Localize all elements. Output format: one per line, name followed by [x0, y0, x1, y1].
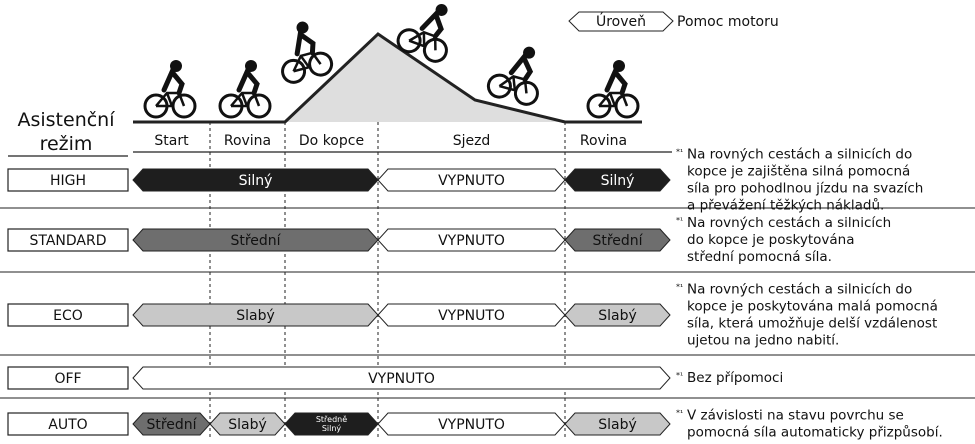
assist-level-label: Slabý [598, 308, 637, 324]
terrain-column-label: Rovina [580, 133, 627, 149]
mode-label: OFF [54, 371, 81, 387]
terrain-column-label: Rovina [224, 133, 271, 149]
mode-label-box [7, 366, 129, 390]
mode-note-line: Na rovných cestách a silnicích do [687, 147, 912, 163]
assist-level-label: Střední [592, 233, 643, 249]
mode-label: HIGH [50, 173, 86, 189]
note-mark: *¹ [676, 216, 683, 225]
mode-note-line: Na rovných cestách a silnicích [687, 215, 891, 231]
cyclist-icon [143, 60, 197, 119]
assist-level-label: Silný [239, 173, 273, 189]
assist-level-arrow [564, 228, 671, 252]
mode-note-line: kopce je zajištěna silná pomocná [687, 164, 910, 180]
mode-note-line: střední pomocná síla. [687, 249, 832, 265]
mode-note-line: pomocná síla automaticky přizpůsobí. [687, 425, 943, 441]
cyclist-illustrations [143, 3, 640, 119]
assist-level-label: Střední [230, 233, 281, 249]
mode-note-line: síla pro pohodlnou jízdu na svazích [687, 181, 923, 197]
cyclist-icon [396, 3, 448, 63]
mode-label-box [7, 228, 129, 252]
mode-row-eco: ECO Slabý VYPNUTO Slabý *¹ Na rovných cestách… [7, 282, 938, 349]
row-header: Asistenční režim [17, 109, 115, 155]
mode-note-line: do kopce je poskytována [687, 232, 854, 248]
terrain-column-label: Start [154, 133, 189, 149]
mode-note-line: Bez přípomoci [687, 370, 783, 386]
mode-row-high: HIGH Silný VYPNUTO Silný *¹ Na rovných cestác… [7, 147, 923, 214]
mode-row-standard: STANDARD Střední VYPNUTO Střední *¹ Na rovnýc… [7, 215, 891, 265]
terrain-line [133, 32, 642, 124]
assist-level-label: VYPNUTO [438, 173, 505, 189]
mode-note-line: V závislosti na stavu povrchu se [687, 408, 904, 424]
mode-label-box [7, 412, 129, 436]
assist-level-label: Středně [316, 415, 347, 424]
assist-level-label: VYPNUTO [438, 417, 505, 433]
legend-caption: Pomoc motoru [677, 14, 779, 30]
assist-level-arrow [132, 366, 671, 390]
row-header-line2: režim [40, 133, 93, 155]
assist-level-label: VYPNUTO [438, 233, 505, 249]
assist-level-label: Silný [322, 424, 342, 433]
level-tag-label: Úroveň [596, 12, 646, 30]
row-header-line1: Asistenční [17, 109, 115, 131]
mode-label: STANDARD [29, 233, 106, 249]
mode-label: AUTO [48, 417, 87, 433]
assist-level-label: Slabý [598, 417, 637, 433]
mode-note-line: Na rovných cestách a silnicích do [687, 282, 912, 298]
terrain-profile [133, 32, 642, 124]
row-dividers [0, 151, 975, 399]
cyclist-icon [586, 60, 640, 119]
note-mark: *¹ [676, 409, 683, 418]
mode-note-line: ujetou na jedno nabití. [687, 333, 839, 349]
cyclist-icon [281, 21, 334, 84]
assist-level-arrow [564, 168, 671, 192]
mode-note-line: a převážení těžkých nákladů. [687, 198, 884, 214]
assist-level-label: Silný [601, 173, 635, 189]
assist-level-arrow [564, 412, 671, 436]
note-mark: *¹ [676, 371, 683, 380]
terrain-column-label: Do kopce [299, 133, 364, 149]
assist-level-label: VYPNUTO [438, 308, 505, 324]
terrain-column-label: Sjezd [453, 133, 491, 149]
assist-level-label: Slabý [236, 308, 275, 324]
cyclist-icon [486, 46, 539, 106]
note-mark: *¹ [676, 148, 683, 157]
mode-row-off: OFF VYPNUTO *¹ Bez přípomoci [7, 366, 783, 390]
assist-level-label: Střední [146, 417, 197, 433]
assist-level-label: VYPNUTO [368, 371, 435, 387]
note-mark: *¹ [676, 283, 683, 292]
legend: Úroveň Pomoc motoru [568, 11, 779, 32]
mode-note-line: síla, která umožňuje delší vzdálenost [687, 316, 937, 332]
cyclist-icon [218, 60, 272, 119]
level-tag-shape [568, 11, 674, 32]
assist-level-arrow [564, 303, 671, 327]
mode-note-line: kopce je poskytována malá pomocná [687, 299, 938, 315]
mode-label: ECO [53, 308, 83, 324]
mode-label-box [7, 303, 129, 327]
assist-level-label: Slabý [228, 417, 267, 433]
mode-label-box [7, 168, 129, 192]
